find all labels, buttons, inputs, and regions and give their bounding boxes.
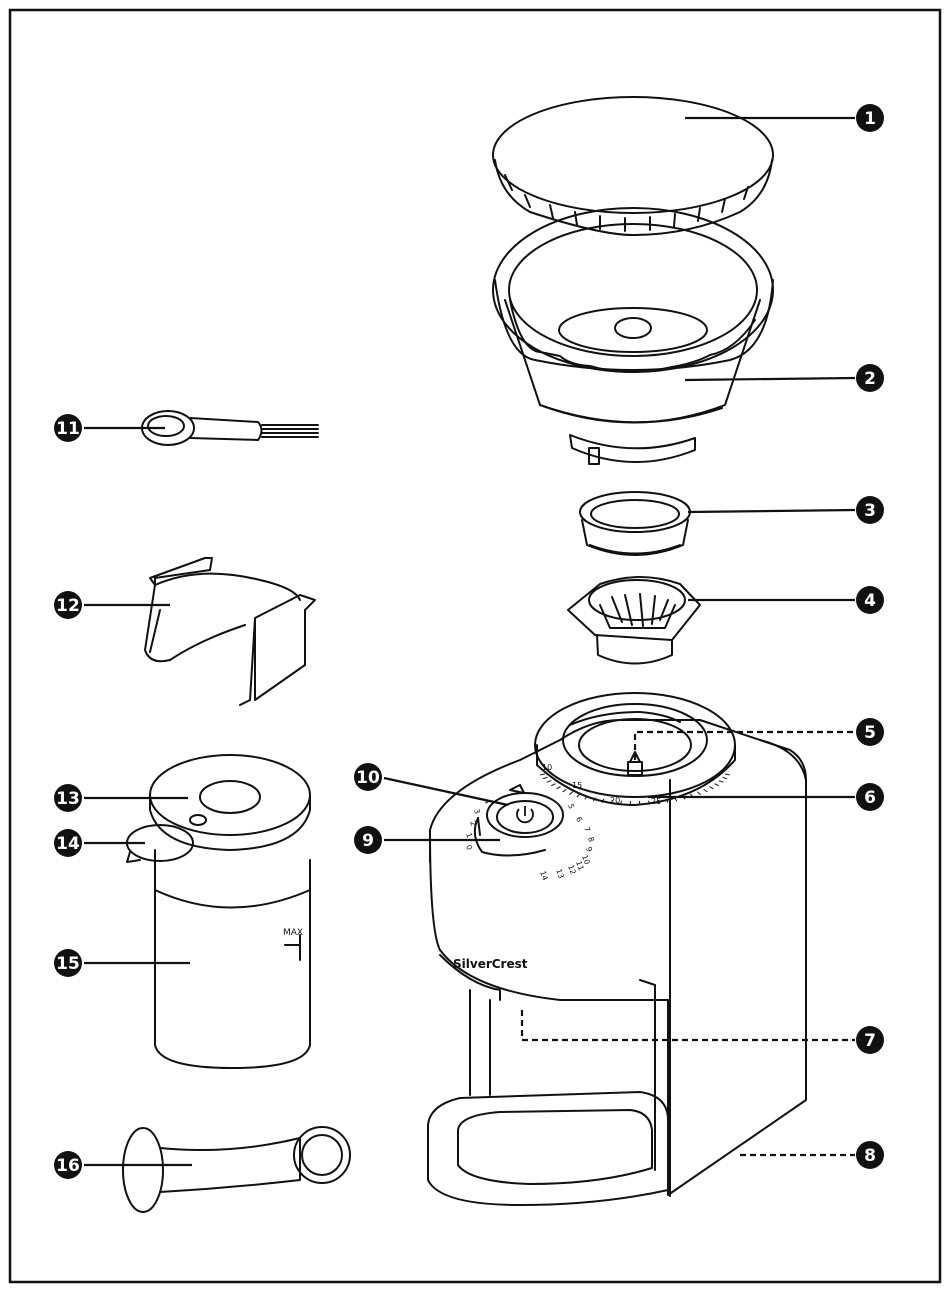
callout-number-5: 5 xyxy=(864,723,876,743)
grind-scale-tick xyxy=(722,777,727,778)
grind-scale-inner-label: 1 xyxy=(464,832,474,840)
grind-scale-tick xyxy=(551,784,555,786)
grind-scale-inner-label: 6 xyxy=(574,816,584,824)
container-max-mark: MAX xyxy=(283,928,303,938)
grind-scale-inner-label: 2 xyxy=(468,820,478,828)
callout-number-3: 3 xyxy=(864,501,876,521)
grind-scale-inner-label: 7 xyxy=(582,826,592,834)
part-bean-hopper xyxy=(493,208,773,464)
part-bracket xyxy=(145,558,315,705)
grind-scale-tick xyxy=(557,787,561,789)
callout-number-13: 13 xyxy=(56,789,80,809)
page-frame xyxy=(10,10,940,1282)
grind-scale-tick xyxy=(577,794,580,797)
callout-number-2: 2 xyxy=(864,369,876,389)
callout-line-10 xyxy=(384,778,508,805)
grind-scale-tick xyxy=(704,789,708,792)
grind-scale-inner-label: 8 xyxy=(586,836,596,844)
callout-number-7: 7 xyxy=(864,1031,876,1051)
power-icon[interactable] xyxy=(517,806,533,822)
callout-number-4: 4 xyxy=(864,591,876,611)
grind-scale-tick xyxy=(709,787,713,789)
grind-scale-outer-label: 15 xyxy=(572,781,582,790)
part-burr-insert xyxy=(568,577,700,664)
grind-scale-inner-label: 12 xyxy=(566,864,578,876)
callout-number-12: 12 xyxy=(56,596,80,616)
callout-line-2 xyxy=(685,378,855,380)
callout-number-6: 6 xyxy=(864,788,876,808)
grind-scale-tick xyxy=(725,774,730,775)
grind-scale-tick xyxy=(719,781,724,783)
callout-line-5 xyxy=(635,732,855,760)
grind-scale-tick xyxy=(563,789,567,792)
callout-number-11: 11 xyxy=(56,419,80,439)
grind-scale-tick xyxy=(540,774,545,775)
part-container xyxy=(127,755,310,1068)
grind-scale-tick xyxy=(697,792,700,795)
grind-scale-outer-label: 10 xyxy=(542,763,552,772)
callout-number-9: 9 xyxy=(362,831,374,851)
grind-scale-outer-label: 25 xyxy=(651,797,661,806)
grind-scale-inner-label: 9 xyxy=(584,846,594,854)
callout-number-16: 16 xyxy=(56,1156,80,1176)
grind-scale-tick xyxy=(543,777,548,778)
grind-scale-inner-label: 13 xyxy=(554,868,566,880)
part-adapter-ring xyxy=(580,492,690,555)
callout-number-15: 15 xyxy=(56,954,80,974)
brand-logo-text: SilverCrest xyxy=(453,957,528,971)
grind-scale-tick xyxy=(715,784,719,786)
grind-scale-inner-label: 3 xyxy=(472,808,482,816)
grind-scale-inner-label: 5 xyxy=(566,803,576,811)
grind-scale-inner-label: 14 xyxy=(538,870,550,882)
part-grinder-body xyxy=(428,693,806,1205)
callout-number-10: 10 xyxy=(356,768,380,788)
callout-number-14: 14 xyxy=(56,834,80,854)
callout-line-3 xyxy=(688,510,855,512)
callout-number-1: 1 xyxy=(864,109,876,129)
grind-scale-inner-label: 0 xyxy=(464,844,474,852)
part-tamper xyxy=(123,1127,350,1212)
part-cleaning-brush xyxy=(142,411,318,445)
grind-scale-tick xyxy=(547,781,552,783)
grind-scale-tick xyxy=(569,792,572,795)
callout-number-8: 8 xyxy=(864,1146,876,1166)
